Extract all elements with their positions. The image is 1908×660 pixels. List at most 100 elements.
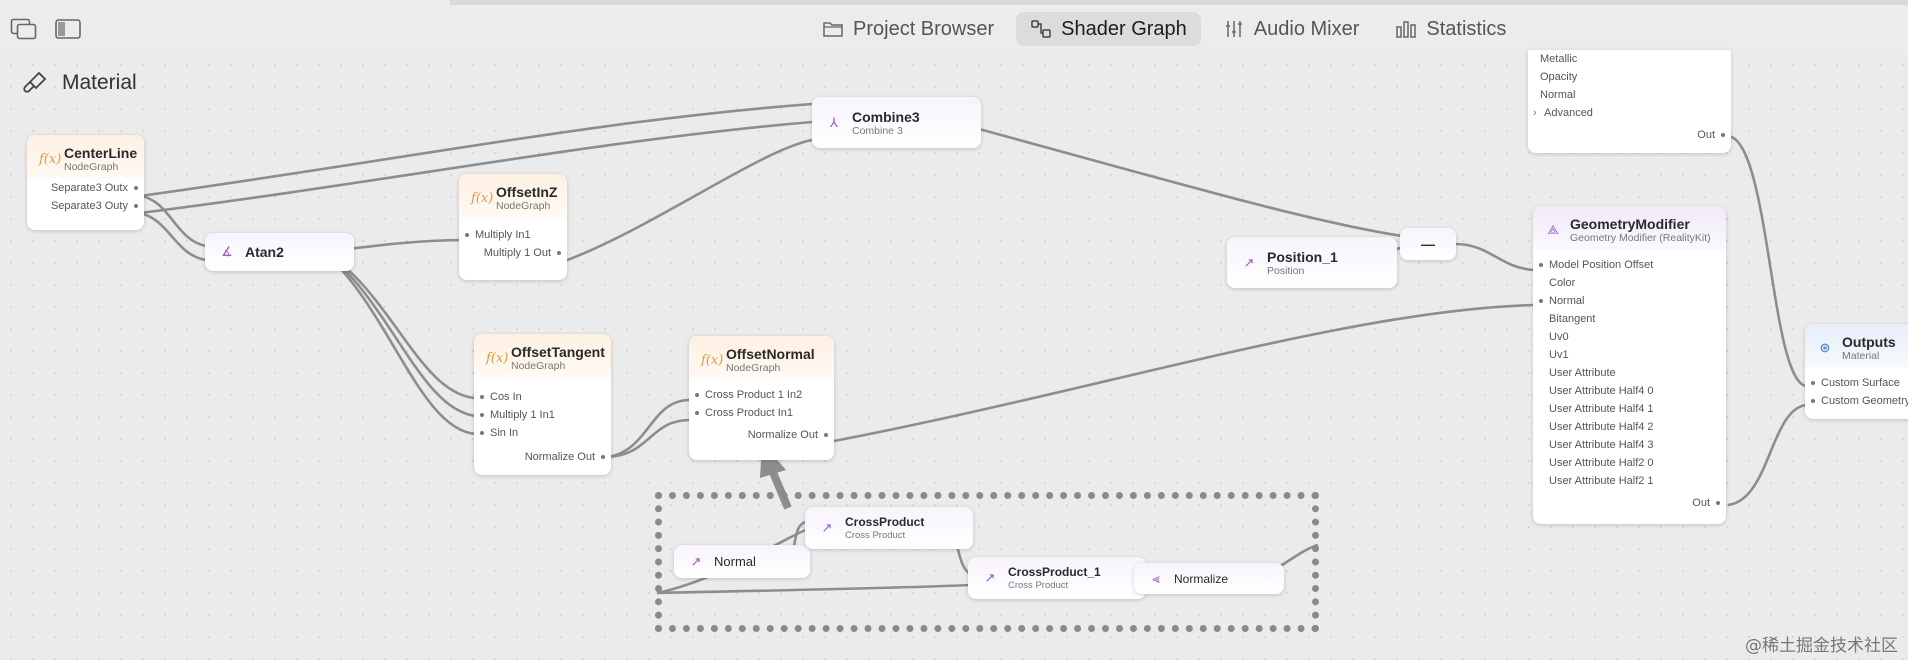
node-offsettangent[interactable]: f(x) OffsetTangent NodeGraph Cos In Mult… xyxy=(474,334,611,475)
node-combine3[interactable]: ⅄ Combine3 Combine 3 xyxy=(812,97,981,148)
node-subtitle: NodeGraph xyxy=(511,360,566,372)
port-input[interactable]: Multiply 1 In1 xyxy=(474,406,611,424)
tab-audio-mixer[interactable]: Audio Mixer xyxy=(1209,12,1374,46)
function-icon: f(x) xyxy=(701,352,724,368)
arrow-icon: ↗ xyxy=(821,520,833,535)
port-input[interactable]: Model Position Offset xyxy=(1533,256,1726,274)
port-input[interactable]: Metallic xyxy=(1540,53,1578,65)
arrow-icon: ↗ xyxy=(984,570,996,585)
node-position1[interactable]: ↗ Position_1 Position xyxy=(1227,237,1397,288)
node-title: OffsetInZ xyxy=(496,184,558,200)
port-input[interactable]: Cross Product 1 In2 xyxy=(689,386,834,404)
node-surface[interactable]: Metallic Opacity Normal ›Advanced Out xyxy=(1528,50,1731,153)
node-title: Normalize xyxy=(1174,571,1229,586)
node-title: Atan2 xyxy=(245,244,284,260)
node-subtitle: Material xyxy=(1842,350,1880,362)
port-input[interactable]: Custom Surface xyxy=(1805,374,1908,392)
geometry-icon: ⟁ xyxy=(1547,222,1559,237)
sidebar-toggle-icon[interactable] xyxy=(54,18,82,40)
advanced-disclosure[interactable]: ›Advanced xyxy=(1528,104,1731,122)
port-output[interactable]: Normalize Out xyxy=(474,448,611,466)
combine-icon: ⅄ xyxy=(830,114,838,130)
port-output[interactable]: Out xyxy=(1533,494,1726,512)
node-title: CrossProduct xyxy=(845,515,925,529)
port-input[interactable]: Normal xyxy=(1533,292,1726,310)
graph-icon xyxy=(1031,20,1051,38)
canvas-title-text: Material xyxy=(62,71,137,94)
tab-label: Statistics xyxy=(1426,17,1507,40)
port-output[interactable]: Normalize Out xyxy=(689,426,834,444)
port-output[interactable]: Separate3 Outx xyxy=(27,179,144,197)
node-outputs[interactable]: ⊛ Outputs Material Custom Surface Custom… xyxy=(1805,324,1908,419)
node-geometrymodifier[interactable]: ⟁ GeometryModifier Geometry Modifier (Re… xyxy=(1533,206,1726,524)
node-atan2[interactable]: ∡ Atan2 xyxy=(205,233,354,271)
toolbar: Project Browser Shader Graph Audio Mixer… xyxy=(0,0,1908,55)
node-subtract[interactable]: — xyxy=(1400,228,1456,260)
selection-highlight-box xyxy=(655,492,1319,632)
node-subtitle: NodeGraph xyxy=(64,161,119,173)
node-offsetinz[interactable]: f(x) OffsetInZ NodeGraph Multiply In1 Mu… xyxy=(459,174,567,280)
node-subtitle: Cross Product xyxy=(1008,580,1069,591)
node-subtitle: Cross Product xyxy=(845,530,906,541)
node-offsetnormal[interactable]: f(x) OffsetNormal NodeGraph Cross Produc… xyxy=(689,336,834,460)
node-title: GeometryModifier xyxy=(1570,216,1690,232)
node-title: OffsetNormal xyxy=(726,346,815,362)
paintbrush-icon xyxy=(23,71,47,93)
port-input[interactable]: User Attribute Half4 2 xyxy=(1549,421,1654,433)
port-output[interactable]: Out xyxy=(1528,126,1731,144)
node-crossproduct1[interactable]: ↗ CrossProduct_1 Cross Product xyxy=(968,557,1146,599)
port-input[interactable]: User Attribute xyxy=(1549,367,1616,379)
node-title: Position_1 xyxy=(1267,248,1338,265)
port-input[interactable]: Multiply In1 xyxy=(459,226,567,244)
port-output[interactable]: Separate3 Outy xyxy=(27,197,144,215)
node-crossproduct[interactable]: ↗ CrossProduct Cross Product xyxy=(805,507,973,549)
node-title: CrossProduct_1 xyxy=(1008,565,1101,579)
port-input[interactable]: Bitangent xyxy=(1549,313,1596,325)
subtract-symbol: — xyxy=(1421,236,1435,252)
node-subtitle: NodeGraph xyxy=(496,200,551,212)
folder-icon xyxy=(823,22,843,37)
port-input[interactable]: User Attribute Half4 1 xyxy=(1549,403,1654,415)
port-input[interactable]: Custom Geometry xyxy=(1805,392,1908,410)
function-icon: f(x) xyxy=(486,350,509,366)
normalize-icon: ⫷ xyxy=(1152,570,1160,586)
function-icon: f(x) xyxy=(471,190,494,206)
watermark: @稀土掘金技术社区 xyxy=(1745,636,1898,656)
node-normal[interactable]: ↗ Normal xyxy=(674,545,810,578)
port-input[interactable]: Color xyxy=(1549,277,1576,289)
angle-icon: ∡ xyxy=(221,244,233,259)
port-input[interactable]: User Attribute Half2 1 xyxy=(1549,475,1654,487)
port-output[interactable]: Multiply 1 Out xyxy=(459,244,567,262)
arrow-icon: ↗ xyxy=(690,553,702,569)
tab-label: Project Browser xyxy=(853,17,995,40)
tab-statistics[interactable]: Statistics xyxy=(1381,12,1520,46)
port-input[interactable]: Opacity xyxy=(1540,71,1578,83)
port-input[interactable]: User Attribute Half4 3 xyxy=(1549,439,1654,451)
node-title: Outputs xyxy=(1842,334,1896,350)
port-input[interactable]: Cross Product In1 xyxy=(689,404,834,422)
tab-project-browser[interactable]: Project Browser xyxy=(808,12,1008,46)
port-input[interactable]: Uv0 xyxy=(1549,331,1569,343)
bar-chart-icon xyxy=(1396,21,1417,38)
port-input[interactable]: User Attribute Half4 0 xyxy=(1549,385,1654,397)
node-centerline[interactable]: f(x) CenterLine NodeGraph Separate3 Outx… xyxy=(27,135,144,230)
port-input[interactable]: Uv1 xyxy=(1549,349,1569,361)
port-input[interactable]: Sin In xyxy=(474,424,611,442)
node-normalize[interactable]: ⫷ Normalize xyxy=(1134,563,1284,594)
node-title: CenterLine xyxy=(64,145,138,161)
node-subtitle: Geometry Modifier (RealityKit) xyxy=(1570,232,1711,244)
output-icon: ⊛ xyxy=(1819,340,1831,355)
sliders-icon xyxy=(1225,21,1242,37)
port-input[interactable]: User Attribute Half2 0 xyxy=(1549,457,1654,469)
port-input[interactable]: Normal xyxy=(1540,89,1576,101)
arrow-icon: ↗ xyxy=(1243,254,1255,270)
node-title: Combine3 xyxy=(852,108,920,125)
port-label: Advanced xyxy=(1544,107,1593,119)
tab-bar: Project Browser Shader Graph Audio Mixer… xyxy=(808,12,1520,46)
node-subtitle: NodeGraph xyxy=(726,362,781,374)
tab-shader-graph[interactable]: Shader Graph xyxy=(1016,12,1201,46)
windows-icon[interactable] xyxy=(10,18,38,40)
top-strip xyxy=(450,0,1908,5)
port-input[interactable]: Cos In xyxy=(474,388,611,406)
function-icon: f(x) xyxy=(39,151,62,167)
